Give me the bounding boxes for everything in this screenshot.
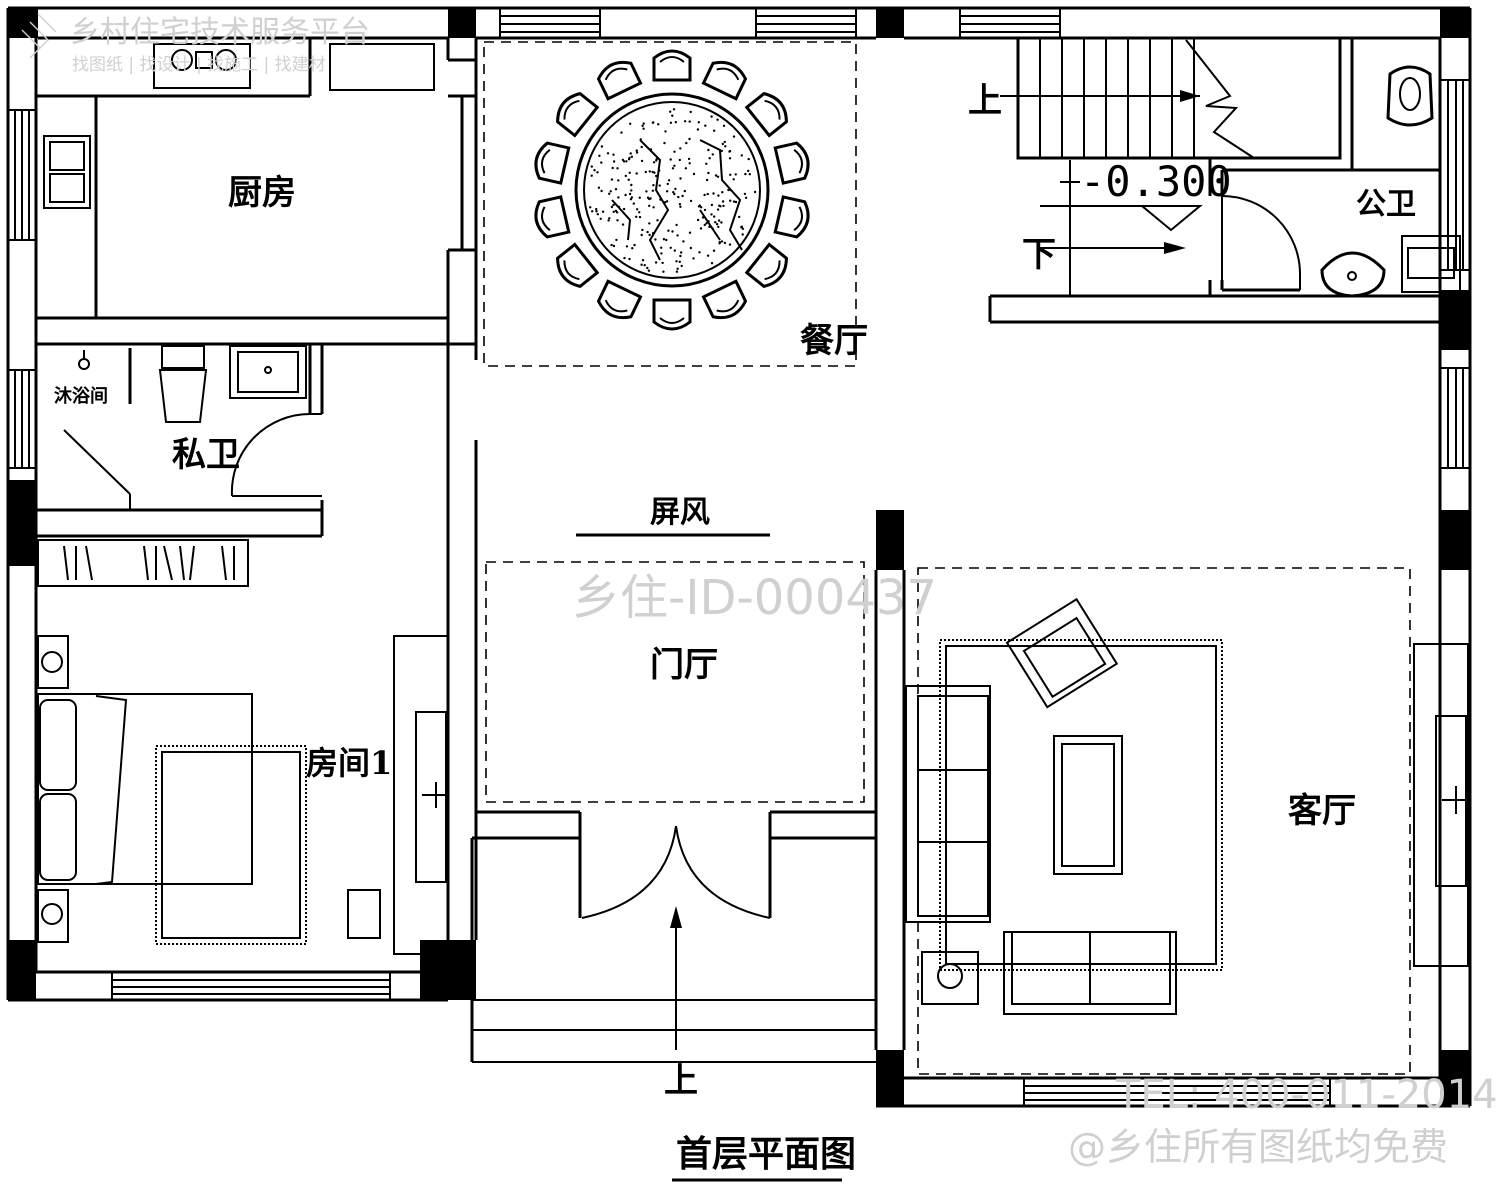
label-foyer: 门厅: [650, 645, 718, 685]
toilet: [161, 345, 205, 369]
shower-head: [78, 358, 90, 370]
bedroom-rug: [161, 751, 301, 939]
staircase: [1000, 36, 1342, 296]
squat-toilet: [1386, 65, 1434, 127]
dining-chair: [534, 195, 571, 239]
living-room: [905, 567, 1469, 1075]
dining-chair: [556, 242, 600, 289]
washing-machine: [1401, 235, 1461, 293]
dining-chair: [596, 279, 643, 320]
public-wc: [1221, 65, 1461, 298]
bed: [37, 693, 253, 885]
dining-chair: [596, 60, 643, 101]
label-bedroom-1: 房间1: [306, 744, 392, 782]
armchair: [1005, 597, 1119, 709]
dining-chair: [744, 91, 788, 138]
sofa-left: [905, 685, 991, 923]
label-screen: 屏风: [650, 495, 710, 530]
label-dining: 餐厅: [800, 321, 868, 361]
nightstand-bottom: [37, 889, 69, 943]
dining-chair: [773, 195, 810, 239]
dining-chair: [701, 279, 748, 320]
dining-area: [483, 41, 857, 367]
dining-chair: [652, 49, 692, 82]
label-kitchen: 厨房: [228, 173, 296, 213]
stove: [153, 43, 251, 89]
windows: [8, 7, 1470, 1106]
dining-chair: [744, 242, 788, 289]
plan-title: 首层平面图: [676, 1133, 856, 1175]
label-private-wc: 私卫: [172, 435, 240, 475]
dining-chair: [773, 141, 810, 185]
watermark-id: 乡住-ID-000437: [572, 570, 937, 626]
coffee-table: [1053, 735, 1123, 875]
watermark-tel: TEL: 400-011-2014: [1115, 1072, 1498, 1118]
label-stair-down: 下: [1022, 235, 1056, 275]
dining-chair: [652, 298, 692, 331]
dining-chair: [534, 141, 571, 185]
platform-logo-icon: [21, 13, 57, 59]
label-living: 客厅: [1288, 791, 1356, 831]
kitchen: [36, 38, 476, 318]
watermark-platform: 乡村住宅技术服务平台: [70, 15, 370, 50]
foyer: [485, 533, 865, 1050]
label-level: -0.300: [1080, 157, 1232, 206]
dining-chair: [701, 60, 748, 101]
table-pattern: [589, 108, 757, 273]
label-shower: 沐浴间: [54, 385, 108, 407]
round-table: [574, 92, 770, 288]
nightstand-top: [37, 635, 69, 689]
wardrobe: [37, 539, 249, 587]
dining-chair: [556, 91, 600, 138]
label-entrance-up: 上: [664, 1061, 698, 1101]
label-stair-up: 上: [968, 81, 1002, 121]
watermark-subtitle: 找图纸 | 找设计 | 找施工 | 找建材: [72, 55, 326, 75]
label-public-wc: 公卫: [1356, 187, 1416, 222]
living-tv-cabinet: [1413, 643, 1469, 967]
watermarks: 乡村住宅技术服务平台 找图纸 | 找设计 | 找施工 | 找建材 乡住-ID-0…: [21, 13, 1498, 1169]
fridge: [329, 43, 435, 91]
room-labels: 厨房 餐厅 公卫 沐浴间 私卫 屏风 门厅 房间1 客厅 上 下 -0.300 …: [54, 81, 1416, 1182]
washbasin: [1320, 251, 1386, 298]
vanity: [229, 345, 307, 399]
watermark-free: @乡住所有图纸均免费: [1068, 1125, 1448, 1169]
living-rug: [945, 645, 1217, 965]
kitchen-sink: [43, 135, 91, 209]
side-table: [921, 951, 979, 1005]
bedroom-1: [37, 539, 449, 955]
private-wc: [63, 345, 322, 510]
dining-chairs: [534, 49, 810, 331]
